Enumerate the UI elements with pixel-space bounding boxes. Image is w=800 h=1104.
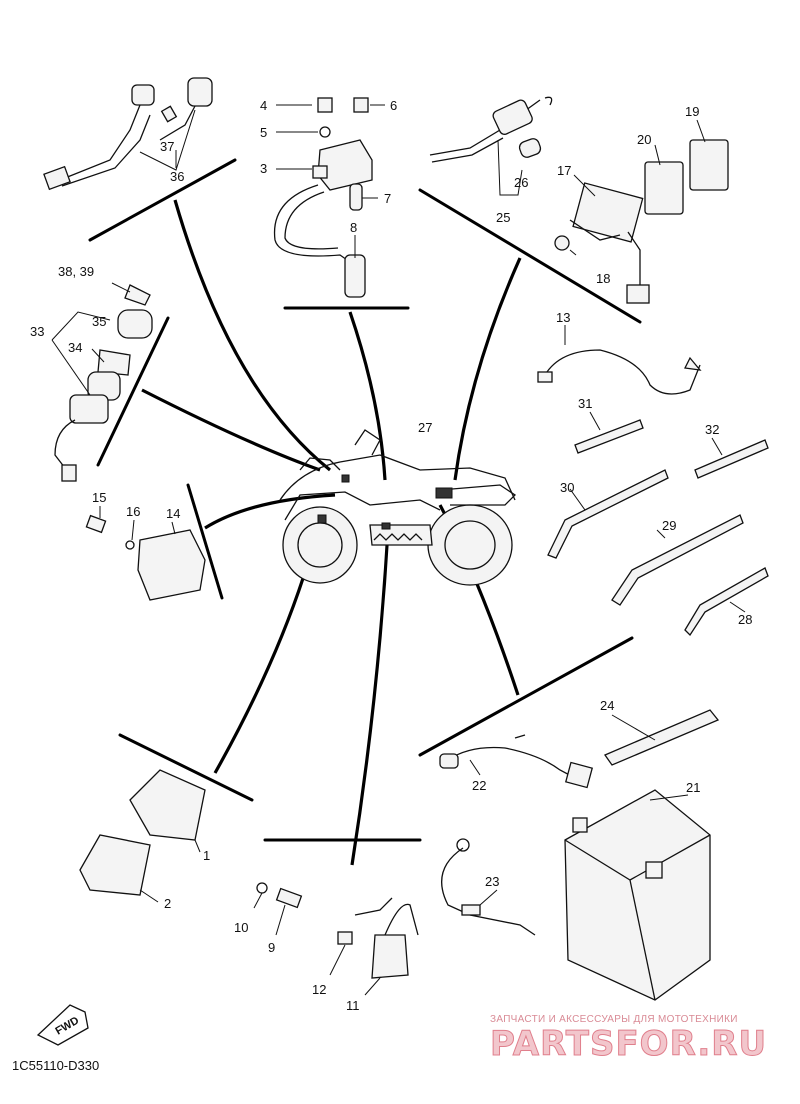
callout-30: 30 bbox=[560, 480, 574, 495]
callout-2: 2 bbox=[164, 896, 171, 911]
callout-20: 20 bbox=[637, 132, 651, 147]
callout-12: 12 bbox=[312, 982, 326, 997]
wire-harness-sub bbox=[43, 77, 213, 191]
callout-15: 15 bbox=[92, 490, 106, 505]
callout-1: 1 bbox=[203, 848, 210, 863]
callout-21: 21 bbox=[686, 780, 700, 795]
callout-37: 37 bbox=[160, 139, 174, 154]
callout-14: 14 bbox=[166, 506, 180, 521]
callout-28: 28 bbox=[738, 612, 752, 627]
watermark-caption: ЗАПЧАСТИ И АКСЕССУАРЫ ДЛЯ МОТОТЕХНИКИ bbox=[490, 1014, 738, 1025]
callout-38-39: 38, 39 bbox=[58, 264, 94, 279]
watermark-brand: PARTSFOR.RU bbox=[490, 1024, 767, 1064]
callout-4: 4 bbox=[260, 98, 267, 113]
atv-vehicle bbox=[279, 429, 517, 586]
callout-numbers: 1 2 3 4 5 6 7 8 9 10 11 12 13 14 15 16 1… bbox=[30, 98, 752, 1013]
group-brackets bbox=[88, 158, 642, 842]
callout-22: 22 bbox=[472, 778, 486, 793]
callout-lines bbox=[141, 199, 522, 866]
cdi-unit-group bbox=[79, 769, 206, 903]
callout-16: 16 bbox=[126, 504, 140, 519]
callout-26: 26 bbox=[514, 175, 528, 190]
forward-arrow-icon: FWD bbox=[36, 1004, 89, 1046]
callout-35: 35 bbox=[92, 314, 106, 329]
callout-34: 34 bbox=[68, 340, 82, 355]
callout-17: 17 bbox=[557, 163, 571, 178]
callout-3: 3 bbox=[260, 161, 267, 176]
bands-and-clips-group bbox=[537, 325, 769, 637]
callout-23: 23 bbox=[485, 874, 499, 889]
callout-11: 11 bbox=[346, 998, 360, 1013]
callout-27: 27 bbox=[418, 420, 432, 435]
callout-9: 9 bbox=[268, 940, 275, 955]
callout-18: 18 bbox=[596, 271, 610, 286]
main-switch-group bbox=[51, 282, 153, 482]
starter-relay-sub-group bbox=[253, 882, 419, 996]
battery-group bbox=[439, 709, 720, 1001]
callout-29: 29 bbox=[662, 518, 676, 533]
callout-7: 7 bbox=[384, 191, 391, 206]
callout-36: 36 bbox=[170, 169, 184, 184]
callout-32: 32 bbox=[705, 422, 719, 437]
rectifier-group bbox=[85, 506, 206, 601]
callout-31: 31 bbox=[578, 396, 592, 411]
starter-relay-group bbox=[429, 96, 729, 304]
callout-24: 24 bbox=[600, 698, 614, 713]
callout-5: 5 bbox=[260, 125, 267, 140]
ignition-coil-group bbox=[273, 97, 385, 298]
callout-10: 10 bbox=[234, 920, 248, 935]
callout-6: 6 bbox=[390, 98, 397, 113]
callout-25: 25 bbox=[496, 210, 510, 225]
diagram-code: 1C55110-D330 bbox=[12, 1058, 99, 1073]
callout-13: 13 bbox=[556, 310, 570, 325]
callout-19: 19 bbox=[685, 104, 699, 119]
callout-8: 8 bbox=[350, 220, 357, 235]
callout-33: 33 bbox=[30, 324, 44, 339]
